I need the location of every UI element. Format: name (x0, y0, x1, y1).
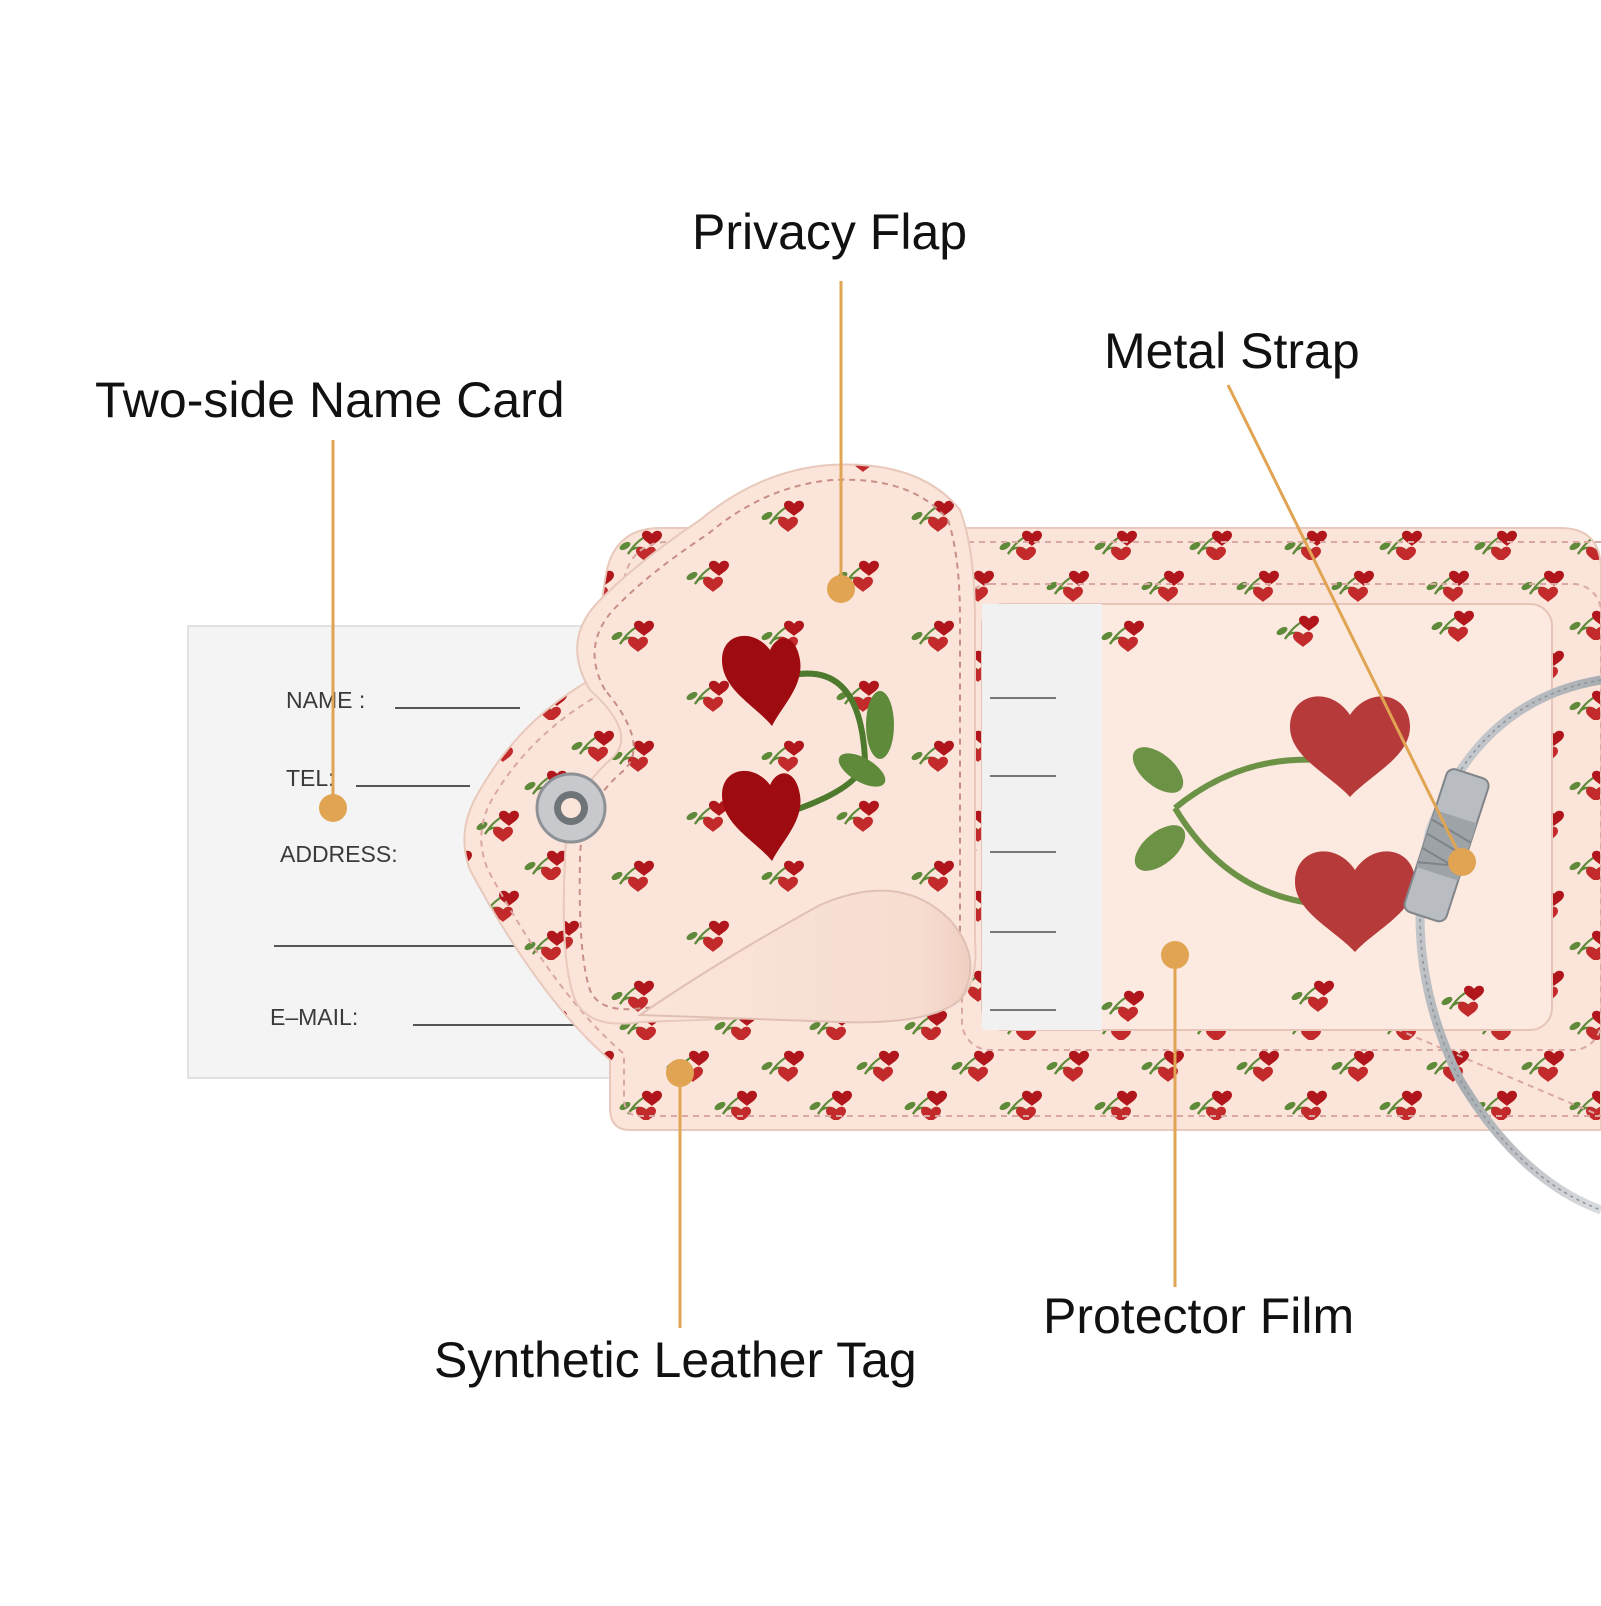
leader-protector-film (1161, 941, 1189, 1287)
big-cherry-window (1132, 696, 1415, 952)
protector-film-window (961, 583, 1601, 1051)
privacy-flap (535, 463, 977, 1025)
label-metal-strap: Metal Strap (1104, 323, 1360, 379)
label-leather-tag: Synthetic Leather Tag (434, 1332, 917, 1388)
leader-metal-strap (1226, 384, 1476, 876)
leader-privacy-flap (827, 281, 855, 603)
card-tel-label: TEL: (286, 765, 335, 791)
label-privacy-flap: Privacy Flap (692, 204, 968, 260)
label-protector-film: Protector Film (1043, 1288, 1355, 1344)
card-address-label: ADDRESS: (280, 841, 398, 867)
card-name-label: NAME : (286, 687, 365, 713)
big-cherry-flap (722, 635, 894, 861)
card-email-label: E–MAIL: (270, 1004, 358, 1030)
eyelet-icon (535, 772, 607, 844)
leader-name-card (319, 440, 347, 822)
label-name-card: Two-side Name Card (95, 372, 565, 428)
leader-leather-tag (666, 1059, 694, 1328)
